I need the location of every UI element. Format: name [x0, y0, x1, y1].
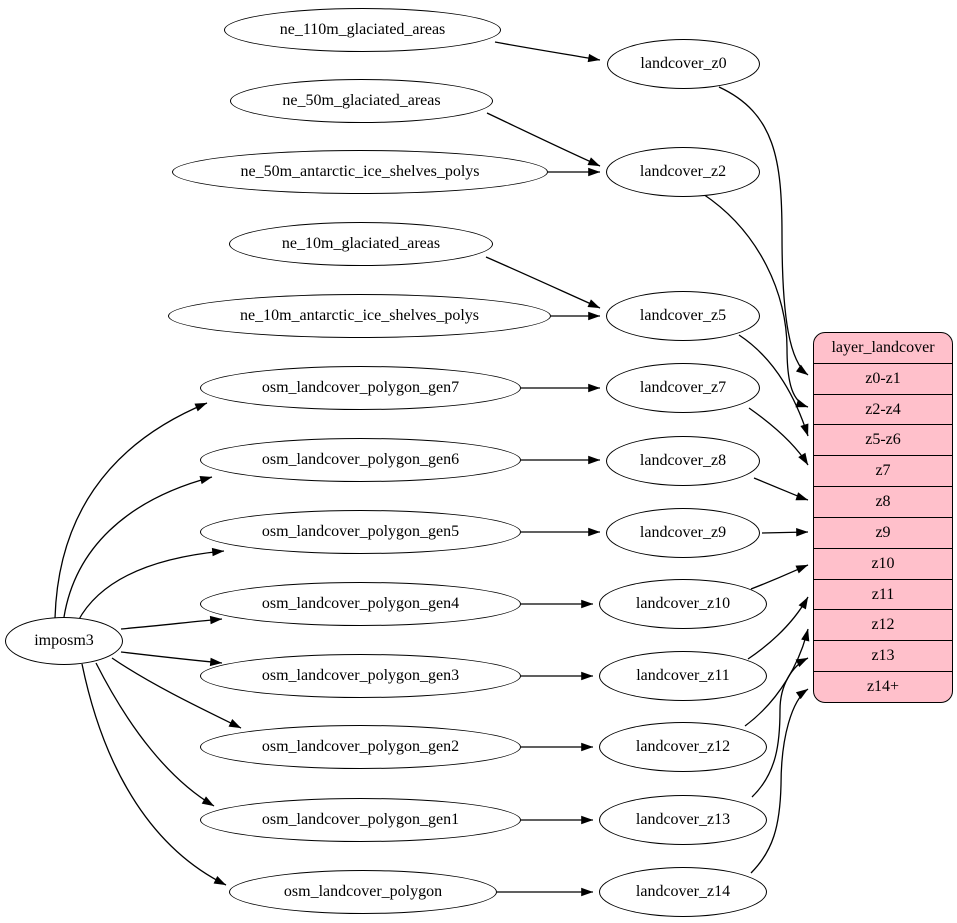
- node-landcover_z11: landcover_z11: [599, 651, 767, 701]
- edge-landcover_z0-to-row-z0-z1: [718, 86, 809, 376]
- table-row-z0-z1: z0-z1: [814, 362, 952, 394]
- node-landcover_z13: landcover_z13: [599, 795, 767, 845]
- node-landcover_z2: landcover_z2: [606, 147, 760, 197]
- node-landcover_z7: landcover_z7: [606, 363, 760, 413]
- edge-landcover_z7-to-row-z7: [748, 407, 809, 466]
- node-osm_landcover_polygon_gen4: osm_landcover_polygon_gen4: [200, 582, 521, 626]
- node-osm_landcover_polygon_gen3: osm_landcover_polygon_gen3: [200, 654, 521, 698]
- node-ne_110m_glaciated_areas: ne_110m_glaciated_areas: [224, 8, 501, 52]
- node-osm_landcover_polygon_gen6: osm_landcover_polygon_gen6: [200, 438, 521, 482]
- edge-ne_50m_glaciated_areas-to-landcover_z2: [486, 112, 601, 167]
- edge-imposm3-to-osm_landcover_polygon_gen2: [111, 657, 242, 729]
- edge-landcover_z2-to-row-z2-z4: [702, 193, 809, 408]
- node-osm_landcover_polygon_gen1: osm_landcover_polygon_gen1: [200, 798, 521, 842]
- table-row-z8: z8: [814, 486, 952, 517]
- edge-landcover_z10-to-row-z10: [750, 564, 809, 590]
- edge-imposm3-to-osm_landcover_polygon_gen7: [54, 402, 208, 619]
- node-osm_landcover_polygon_gen7: osm_landcover_polygon_gen7: [200, 366, 521, 410]
- edge-imposm3-to-osm_landcover_polygon_gen4: [120, 615, 223, 630]
- table-row-z13: z13: [814, 640, 952, 671]
- node-osm_landcover_polygon: osm_landcover_polygon: [229, 870, 497, 914]
- table-row-z10: z10: [814, 547, 952, 579]
- table-title: layer_landcover: [831, 338, 935, 356]
- table-row-z9: z9: [814, 516, 952, 548]
- edge-imposm3-to-osm_landcover_polygon_gen1: [95, 662, 215, 807]
- node-ne_10m_antarctic_ice_shelves_polys: ne_10m_antarctic_ice_shelves_polys: [168, 294, 551, 338]
- node-landcover_z0: landcover_z0: [607, 39, 760, 89]
- node-landcover_z12: landcover_z12: [599, 722, 767, 772]
- edge-imposm3-to-osm_landcover_polygon_gen6: [63, 475, 213, 618]
- node-ne_50m_glaciated_areas: ne_50m_glaciated_areas: [230, 79, 493, 123]
- node-landcover_z10: landcover_z10: [599, 579, 767, 629]
- node-ne_50m_antarctic_ice_shelves_polys: ne_50m_antarctic_ice_shelves_polys: [172, 150, 548, 194]
- node-landcover_z14: landcover_z14: [599, 867, 767, 917]
- node-landcover_z8: landcover_z8: [606, 436, 760, 486]
- table-row-z7: z7: [814, 455, 952, 486]
- table-row-z2-z4: z2-z4: [814, 393, 952, 425]
- edge-imposm3-to-osm_landcover_polygon_gen3: [120, 651, 223, 667]
- node-landcover_z5: landcover_z5: [606, 291, 760, 341]
- node-osm_landcover_polygon_gen5: osm_landcover_polygon_gen5: [200, 510, 521, 554]
- edge-imposm3-to-osm_landcover_polygon: [81, 663, 227, 886]
- node-landcover_z9: landcover_z9: [606, 508, 760, 558]
- edge-landcover_z5-to-row-z5-z6: [738, 334, 809, 437]
- table-row-z5-z6: z5-z6: [814, 424, 952, 455]
- node-imposm3: imposm3: [5, 617, 123, 665]
- edge-landcover_z14-to-row-z14plus: [750, 688, 809, 874]
- node-osm_landcover_polygon_gen2: osm_landcover_polygon_gen2: [200, 725, 521, 769]
- node-ne_10m_glaciated_areas: ne_10m_glaciated_areas: [229, 222, 493, 266]
- edge-imposm3-to-osm_landcover_polygon_gen5: [77, 547, 225, 622]
- edge-landcover_z13-to-row-z13: [751, 657, 809, 798]
- edge-ne_110m_glaciated_areas-to-landcover_z0: [494, 41, 601, 63]
- table-layer_landcover: layer_landcover z0-z1 z2-z4 z5-z6 z7 z8 …: [813, 332, 953, 703]
- edge-landcover_z11-to-row-z11: [747, 596, 809, 660]
- table-row-z12: z12: [814, 609, 952, 640]
- edge-ne_10m_glaciated_areas-to-landcover_z5: [485, 256, 601, 309]
- table-row-z11: z11: [814, 578, 952, 610]
- edge-landcover_z9-to-row-z9: [761, 528, 809, 537]
- edge-landcover_z8-to-row-z8: [753, 477, 809, 501]
- table-row-z14plus: z14+: [814, 671, 952, 702]
